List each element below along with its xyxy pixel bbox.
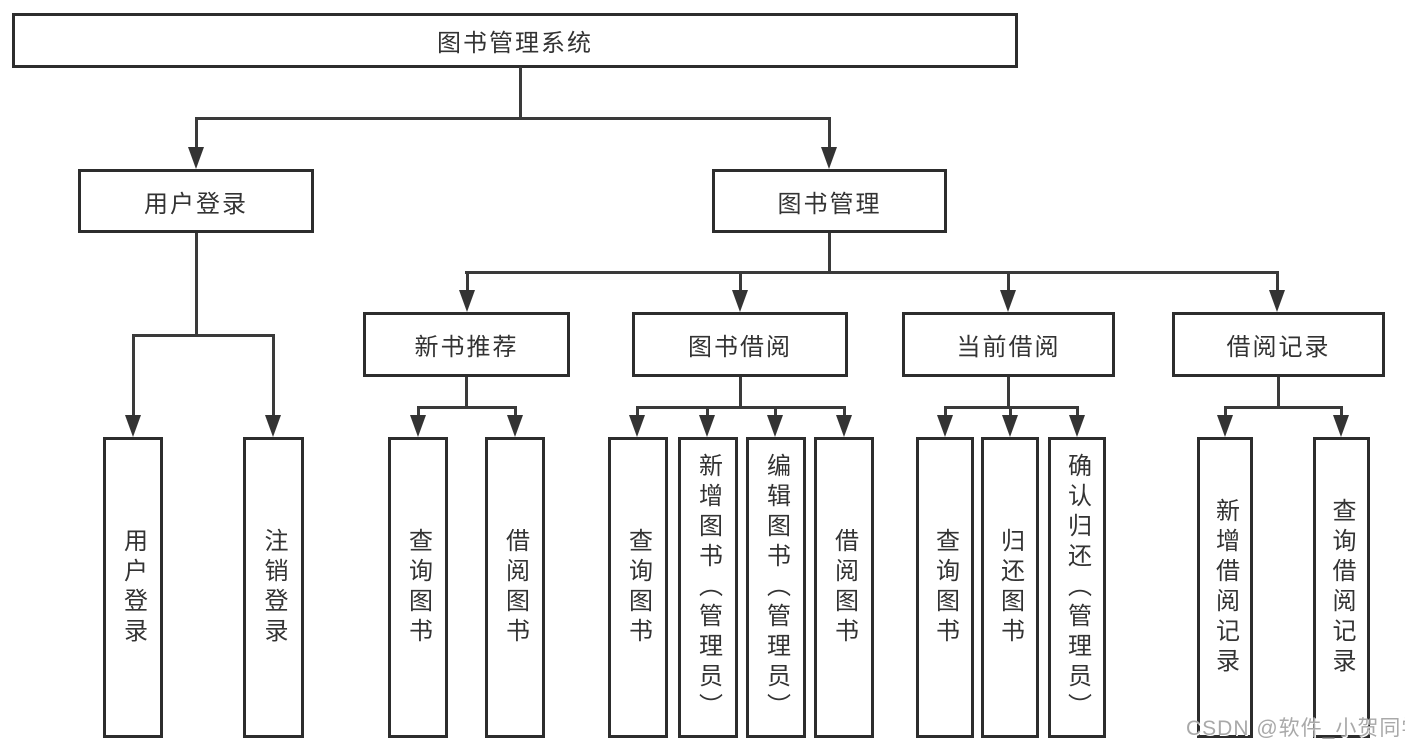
arrowhead-leaf-logout <box>265 415 281 437</box>
edge-to-current-borrow <box>1007 271 1010 293</box>
node-root-label: 图书管理系统 <box>437 30 593 57</box>
edge-to-book-mgmt <box>828 117 831 150</box>
leaf-borrowrecord-query-label: 查询借阅记录 <box>1328 497 1355 678</box>
leaf-bookborrow-borrow-label: 借阅图书 <box>830 527 858 648</box>
arrowhead-book-mgmt <box>821 147 837 169</box>
leaf-currentborrow-query-label: 查询图书 <box>931 527 959 648</box>
node-book-borrow: 图书借阅 <box>632 312 848 377</box>
leaf-currentborrow-query: 查询图书 <box>916 437 974 738</box>
arrowhead-new-book <box>459 290 475 312</box>
arrowhead-bb-edit <box>767 415 783 437</box>
leaf-newbook-query-label: 查询图书 <box>404 527 432 648</box>
edge-to-bb-edit <box>774 406 777 418</box>
node-book-mgmt: 图书管理 <box>712 169 947 233</box>
edge-to-br-add <box>1224 406 1227 418</box>
leaf-bookborrow-edit: 编辑图书（管理员） <box>746 437 806 738</box>
node-current-borrow-label: 当前借阅 <box>956 334 1061 361</box>
edge-to-leaf-user-login <box>132 334 135 417</box>
leaf-bookborrow-query: 查询图书 <box>608 437 668 738</box>
leaf-user-login: 用户登录 <box>103 437 163 738</box>
edge-level2-rail <box>465 271 1279 274</box>
node-user-login: 用户登录 <box>78 169 314 233</box>
edge-current-borrow-stem <box>1007 377 1010 409</box>
arrowhead-nb-borrow <box>507 415 523 437</box>
edge-to-br-query <box>1340 406 1343 418</box>
leaf-newbook-borrow: 借阅图书 <box>485 437 545 738</box>
leaf-borrowrecord-add: 新增借阅记录 <box>1197 437 1253 738</box>
edge-new-book-stem <box>465 377 468 409</box>
node-new-book-label: 新书推荐 <box>414 334 519 361</box>
edge-to-user-login <box>195 117 198 150</box>
arrowhead-book-borrow <box>732 290 748 312</box>
csdn-watermark: CSDN @软件_小贺同学 <box>1186 717 1405 740</box>
edge-borrow-record-stem <box>1277 377 1280 409</box>
leaf-currentborrow-confirm-label: 确认归还（管理员） <box>1063 452 1091 723</box>
node-current-borrow: 当前借阅 <box>902 312 1115 377</box>
node-book-mgmt-label: 图书管理 <box>777 190 882 218</box>
edge-to-cb-return <box>1009 406 1012 418</box>
leaf-newbook-query: 查询图书 <box>388 437 448 738</box>
node-book-borrow-label: 图书借阅 <box>688 334 792 361</box>
edge-to-bb-borrow <box>843 406 846 418</box>
edge-borrow-record-rail <box>1224 406 1343 409</box>
edge-to-cb-query <box>944 406 947 418</box>
leaf-bookborrow-query-label: 查询图书 <box>624 527 652 648</box>
leaf-borrowrecord-query: 查询借阅记录 <box>1313 437 1370 738</box>
edge-to-bb-query <box>636 406 639 418</box>
edge-to-book-borrow <box>739 271 742 293</box>
leaf-borrowrecord-add-label: 新增借阅记录 <box>1211 497 1239 678</box>
edge-to-bb-add <box>706 406 709 418</box>
node-new-book: 新书推荐 <box>363 312 570 377</box>
leaf-currentborrow-confirm: 确认归还（管理员） <box>1048 437 1106 738</box>
arrowhead-cb-return <box>1002 415 1018 437</box>
arrowhead-borrow-record <box>1269 290 1285 312</box>
arrowhead-user-login <box>188 147 204 169</box>
arrowhead-br-add <box>1217 415 1233 437</box>
leaf-bookborrow-edit-label: 编辑图书（管理员） <box>762 452 790 723</box>
edge-to-leaf-logout <box>272 334 275 417</box>
edge-user-login-stem <box>195 233 198 337</box>
arrowhead-current-borrow <box>1000 290 1016 312</box>
arrowhead-bb-query <box>629 415 645 437</box>
node-user-login-label: 用户登录 <box>144 190 248 218</box>
edge-to-nb-query <box>417 406 420 418</box>
edge-new-book-rail <box>417 406 517 409</box>
arrowhead-bb-borrow <box>836 415 852 437</box>
edge-root-trunk <box>519 67 522 119</box>
edge-book-borrow-stem <box>739 377 742 409</box>
edge-to-cb-confirm <box>1076 406 1079 418</box>
arrowhead-cb-confirm <box>1069 415 1085 437</box>
arrowhead-bb-add <box>699 415 715 437</box>
leaf-logout-label: 注销登录 <box>260 527 287 648</box>
leaf-logout: 注销登录 <box>243 437 304 738</box>
edge-book-mgmt-stem <box>828 233 831 274</box>
node-borrow-record: 借阅记录 <box>1172 312 1385 377</box>
leaf-bookborrow-add-label: 新增图书（管理员） <box>694 452 722 723</box>
edge-to-new-book <box>466 271 469 293</box>
leaf-newbook-borrow-label: 借阅图书 <box>501 527 529 648</box>
leaf-bookborrow-borrow: 借阅图书 <box>814 437 874 738</box>
edge-to-borrow-record <box>1276 271 1279 293</box>
leaf-user-login-label: 用户登录 <box>119 527 147 648</box>
arrowhead-leaf-user-login <box>125 415 141 437</box>
arrowhead-br-query <box>1333 415 1349 437</box>
leaf-currentborrow-return: 归还图书 <box>981 437 1039 738</box>
edge-user-login-rail <box>132 334 275 337</box>
node-borrow-record-label: 借阅记录 <box>1226 334 1331 361</box>
node-root: 图书管理系统 <box>12 13 1018 68</box>
arrowhead-nb-query <box>410 415 426 437</box>
arrowhead-cb-query <box>937 415 953 437</box>
edge-book-borrow-rail <box>636 406 846 409</box>
edge-level1-rail <box>195 117 831 120</box>
leaf-bookborrow-add: 新增图书（管理员） <box>678 437 738 738</box>
edge-to-nb-borrow <box>514 406 517 418</box>
leaf-currentborrow-return-label: 归还图书 <box>996 527 1024 648</box>
